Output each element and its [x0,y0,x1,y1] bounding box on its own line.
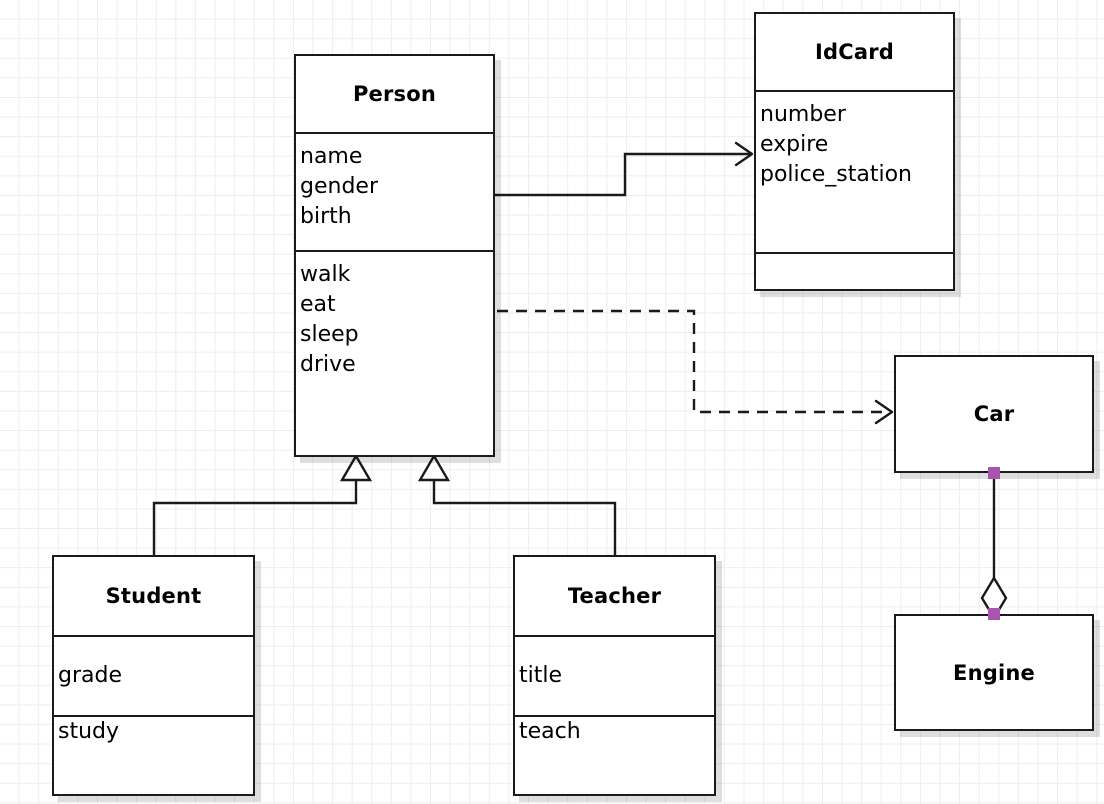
class-box-car[interactable]: Car [894,355,1094,473]
class-title-teacher: Teacher [567,584,662,608]
class-box-engine[interactable]: Engine [894,614,1094,731]
class-box-idcard[interactable]: IdCard number expire police_station [754,12,955,291]
attribute-item: number [760,102,846,127]
class-title-car: Car [973,402,1015,426]
relation-car-engine[interactable] [980,473,1008,621]
class-title-engine: Engine [953,660,1035,685]
class-methods-student: study [54,715,253,747]
relation-line [497,309,890,414]
method-item: eat [300,292,336,317]
class-attributes-person: name gender birth [296,132,493,250]
attribute-item: police_station [760,162,912,187]
class-attributes-idcard: number expire police_station [756,90,953,252]
attribute-item: grade [58,663,122,688]
relation-person-idcard[interactable] [495,141,754,197]
hollow-diamond-arrowhead-icon [980,575,1008,621]
class-attributes-teacher: title [515,635,714,715]
attribute-item: expire [760,132,829,157]
relation-teacher-person[interactable] [417,453,617,555]
relation-student-person[interactable] [152,453,373,555]
relation-person-car[interactable] [497,309,894,425]
class-methods-teacher: teach [515,715,714,747]
class-title-student: Student [105,584,202,608]
open-arrowhead-icon [734,141,754,167]
attribute-item: title [519,663,563,688]
relation-line [432,474,617,555]
method-item: sleep [300,322,359,347]
hollow-triangle-arrowhead-icon [339,453,373,482]
open-arrowhead-icon [874,399,894,425]
attribute-item: gender [300,174,378,199]
method-item: study [58,719,120,744]
relation-line [152,474,358,555]
class-methods-idcard [756,252,953,289]
method-item: teach [519,719,581,744]
class-box-student[interactable]: Student grade study [52,555,255,796]
relation-line [495,152,750,197]
class-attributes-student: grade [54,635,253,715]
hollow-triangle-arrowhead-icon [417,453,451,482]
class-box-person[interactable]: Person name gender birth walk eat sleep … [294,54,495,457]
attribute-item: birth [300,204,352,229]
class-methods-person: walk eat sleep drive [296,250,493,380]
method-item: drive [300,352,356,377]
class-title-person: Person [352,82,437,106]
class-title-idcard: IdCard [814,40,895,64]
attribute-item: name [300,144,363,169]
method-item: walk [300,262,351,287]
class-box-teacher[interactable]: Teacher title teach [513,555,716,796]
